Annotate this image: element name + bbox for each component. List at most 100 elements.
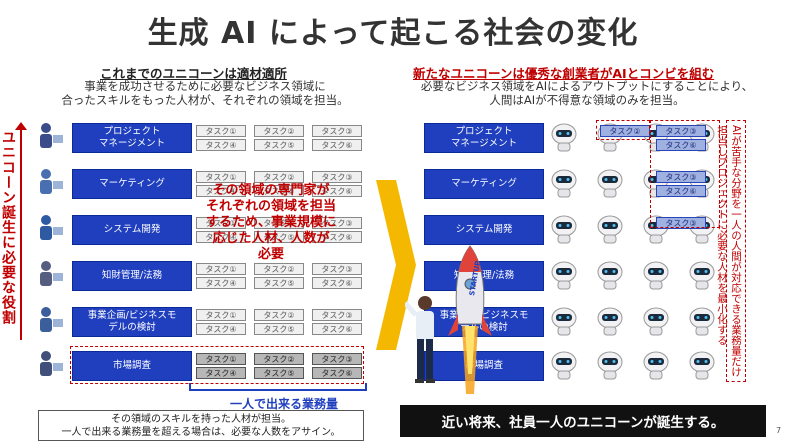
right-heading: 新たなユニコーンは優秀な創業者がAIとコンビを組む bbox=[413, 66, 715, 81]
expert-note-line: するため、事業規模に bbox=[205, 215, 336, 230]
foot-line-1: その領域のスキルを持った人材が担当。 bbox=[111, 414, 291, 425]
vertical-label: ユニコーン誕生に必要な役割 bbox=[0, 130, 16, 325]
capacity-label: 一人で出来る業務量 bbox=[230, 397, 339, 411]
left-sub-2: 合ったスキルをもった人材が、それぞれの領域を担当。 bbox=[61, 93, 349, 107]
foot-line-2: 一人で出来る業務量を超える場合は、必要な人数をアサイン。 bbox=[61, 427, 341, 438]
ai-robot-icon bbox=[597, 351, 623, 380]
task-cell: タスク⑥ bbox=[312, 277, 362, 289]
task-cell: タスク① bbox=[196, 217, 246, 229]
task-cell: タスク⑤ bbox=[254, 231, 304, 243]
ai-robot-icon bbox=[551, 169, 577, 198]
role-box: 知財管理/法務 bbox=[72, 261, 192, 291]
capacity-brace bbox=[189, 383, 367, 391]
human-task-cell: タスク⑥ bbox=[656, 185, 706, 197]
task-cell: タスク① bbox=[196, 171, 246, 183]
task-cell: タスク⑤ bbox=[254, 367, 304, 379]
task-cell: タスク③ bbox=[312, 125, 362, 137]
task-cell: タスク⑥ bbox=[312, 367, 362, 379]
ai-robot-icon bbox=[597, 261, 623, 290]
human-task-highlight bbox=[650, 120, 720, 228]
role-box: 市場調査 bbox=[424, 351, 544, 381]
right-sub-2: 人間はAIが不得意な領域のみを担当。 bbox=[489, 93, 685, 107]
ai-robot-icon bbox=[643, 307, 669, 336]
expert-note-line: 必要 bbox=[257, 247, 284, 262]
right-sub-1: 必要なビジネス領域をAIによるアウトプットにすることにより、 bbox=[420, 79, 754, 93]
expert-note-line: その領域の専門家が bbox=[212, 183, 330, 198]
task-cell: タスク③ bbox=[312, 171, 362, 183]
task-cell: タスク⑥ bbox=[312, 139, 362, 151]
task-cell: タスク① bbox=[196, 125, 246, 137]
task-cell: タスク③ bbox=[312, 263, 362, 275]
task-cell: タスク② bbox=[254, 125, 304, 137]
task-cell: タスク① bbox=[196, 353, 246, 365]
worker-icon bbox=[36, 259, 64, 291]
ai-robot-icon bbox=[551, 307, 577, 336]
task-cell: タスク④ bbox=[196, 231, 246, 243]
ai-robot-icon bbox=[689, 261, 715, 290]
task-cell: タスク⑤ bbox=[254, 323, 304, 335]
role-box: システム開発 bbox=[424, 215, 544, 245]
person-icon bbox=[405, 296, 435, 383]
ai-robot-icon bbox=[597, 215, 623, 244]
ai-robot-icon bbox=[551, 261, 577, 290]
left-sub-1: 事業を成功させるために必要なビジネス領域に bbox=[84, 79, 326, 93]
market-research-highlight bbox=[70, 346, 364, 384]
human-task-highlight-2 bbox=[596, 120, 650, 140]
human-task-cell: タスク③ bbox=[656, 171, 706, 183]
human-task-cell: タスク⑥ bbox=[656, 139, 706, 151]
task-cell: タスク④ bbox=[196, 139, 246, 151]
ai-robot-icon bbox=[597, 307, 623, 336]
task-cell: タスク⑤ bbox=[254, 185, 304, 197]
task-cell: タスク⑥ bbox=[312, 185, 362, 197]
role-box: プロジェクトマネージメント bbox=[424, 123, 544, 153]
task-cell: タスク④ bbox=[196, 323, 246, 335]
task-cell: タスク① bbox=[196, 263, 246, 275]
ai-robot-icon bbox=[551, 351, 577, 380]
human-task-cell: タスク③ bbox=[656, 217, 706, 229]
task-cell: タスク③ bbox=[312, 217, 362, 229]
up-arrow bbox=[15, 122, 27, 340]
page-title: 生成 AI によって起こる社会の変化 bbox=[147, 16, 639, 51]
expert-note-line: それぞれの領域を担当 bbox=[205, 199, 336, 214]
ai-robot-icon bbox=[689, 351, 715, 380]
page-number: 7 bbox=[776, 426, 782, 435]
task-cell: タスク⑤ bbox=[254, 139, 304, 151]
task-cell: タスク⑥ bbox=[312, 323, 362, 335]
left-footnote: その領域のスキルを持った人材が担当。 一人で出来る業務量を超える場合は、必要な人… bbox=[38, 410, 364, 441]
human-task-cell: タスク③ bbox=[656, 125, 706, 137]
task-cell: タスク⑤ bbox=[254, 277, 304, 289]
task-cell: タスク④ bbox=[196, 185, 246, 197]
task-cell: タスク② bbox=[254, 217, 304, 229]
side-note: AIが苦手な分野を一人の人間が対応できる業務量だけ担当しプロジェクトに必要な人材… bbox=[716, 120, 746, 382]
task-cell: タスク④ bbox=[196, 277, 246, 289]
ai-robot-icon bbox=[643, 261, 669, 290]
worker-icon bbox=[36, 167, 64, 199]
worker-icon bbox=[36, 121, 64, 153]
task-cell: タスク⑥ bbox=[312, 231, 362, 243]
role-box: システム開発 bbox=[72, 215, 192, 245]
ai-robot-icon bbox=[597, 169, 623, 198]
expert-note: その領域の専門家がそれぞれの領域を担当するため、事業規模に応じた人材、人数が必要 bbox=[196, 183, 346, 263]
task-cell: タスク② bbox=[254, 171, 304, 183]
task-cell: タスク② bbox=[254, 353, 304, 365]
role-box: マーケティング bbox=[72, 169, 192, 199]
ai-robot-icon bbox=[551, 123, 577, 152]
worker-icon bbox=[36, 305, 64, 337]
task-cell: タスク① bbox=[196, 309, 246, 321]
task-cell: タスク③ bbox=[312, 309, 362, 321]
ai-robot-icon bbox=[551, 215, 577, 244]
expert-note-line: 応じた人材、人数が bbox=[212, 231, 330, 246]
task-cell: タスク② bbox=[254, 263, 304, 275]
task-cell: タスク③ bbox=[312, 353, 362, 365]
role-box: 事業企画/ビジネスモデルの検討 bbox=[72, 307, 192, 337]
ai-robot-icon bbox=[689, 307, 715, 336]
role-box: 市場調査 bbox=[72, 351, 192, 381]
bottom-banner: 近い将来、社員一人のユニコーンが誕生する。 bbox=[400, 405, 766, 437]
worker-icon bbox=[36, 349, 64, 381]
worker-icon bbox=[36, 213, 64, 245]
role-box: マーケティング bbox=[424, 169, 544, 199]
role-box: プロジェクトマネージメント bbox=[72, 123, 192, 153]
rocket-icon: STARTUP bbox=[448, 245, 492, 394]
ai-robot-icon bbox=[643, 351, 669, 380]
task-cell: タスク④ bbox=[196, 367, 246, 379]
